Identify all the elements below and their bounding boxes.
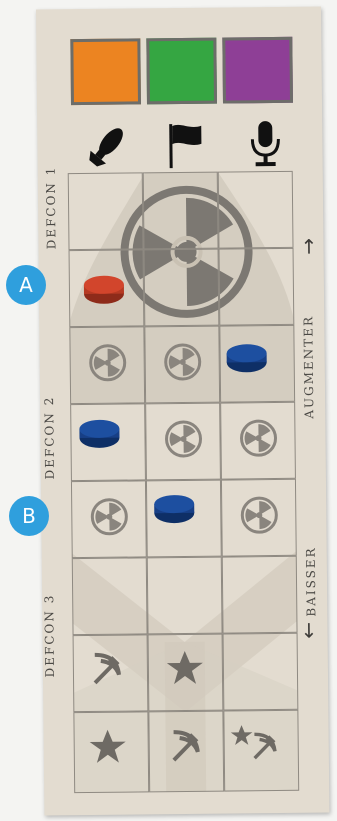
grid-cell: [68, 172, 144, 250]
bomb-icon: [83, 118, 134, 171]
defcon3-label: DEFCON 3: [42, 594, 57, 678]
grid-cell: [144, 249, 220, 327]
baisser-label: BAISSER: [304, 546, 319, 616]
marker-badge-a: A: [6, 265, 46, 305]
flag-icon: [161, 118, 212, 171]
blue-token[interactable]: [153, 494, 195, 524]
grid-cell: [223, 633, 299, 711]
orange-color-swatch: [70, 38, 141, 105]
green-color-swatch: [146, 38, 217, 105]
radiation-icon: [239, 495, 279, 535]
grid-cell: [219, 248, 295, 326]
defcon-board: DEFCON 1 DEFCON 2 DEFCON 3 ↑ AUGMENTER B…: [36, 7, 329, 816]
grid-cell: [147, 557, 223, 635]
augmenter-label: AUGMENTER: [301, 315, 316, 419]
hammer-sickle-icon: [248, 729, 282, 763]
marker-badge-b: B: [9, 496, 49, 536]
grid-cell: [218, 171, 294, 249]
blue-token[interactable]: [226, 343, 268, 373]
defcon2-label: DEFCON 2: [42, 396, 57, 480]
radiation-icon: [89, 497, 129, 537]
hammer-sickle-icon: [87, 649, 127, 689]
defcon-grid: [68, 171, 299, 793]
radiation-icon: [238, 418, 278, 458]
grid-cell: [143, 172, 219, 250]
red-token[interactable]: [83, 275, 125, 305]
blue-token[interactable]: [78, 419, 120, 449]
radiation-icon: [162, 342, 202, 382]
grid-cell: [72, 557, 148, 635]
hammer-sickle-icon: [166, 726, 206, 766]
star-icon: [88, 727, 128, 767]
microphone-icon: [241, 117, 292, 170]
radiation-icon: [163, 419, 203, 459]
defcon1-label: DEFCON 1: [44, 166, 59, 250]
grid-cell: [222, 556, 298, 634]
up-arrow-icon: ↑: [300, 235, 317, 259]
purple-color-swatch: [222, 37, 293, 104]
star-icon: [165, 648, 205, 688]
down-arrow-icon: ↓: [300, 619, 317, 643]
radiation-icon: [88, 343, 128, 383]
